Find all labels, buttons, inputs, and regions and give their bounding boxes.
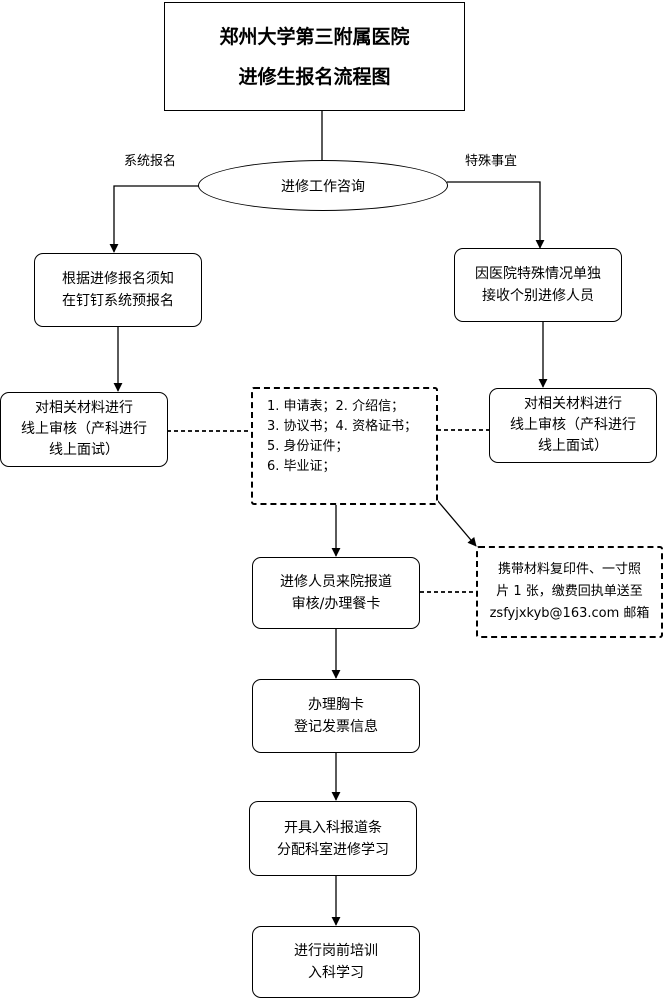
materials-item-2: 3. 协议书；4. 资格证书； <box>267 419 418 434</box>
step-report-line-1: 进修人员来院报道 <box>280 574 392 590</box>
step-training-line-1: 进行岗前培训 <box>294 943 378 959</box>
note-box: 携带材料复印件、一寸照 片 1 张，缴费回执单送至 zsfyjxkyb@163.… <box>476 546 663 638</box>
left-review-line-1: 对相关材料进行 <box>35 400 133 416</box>
step-assign-box: 开具入科报道条 分配科室进修学习 <box>249 801 417 876</box>
right-review-line-3: 线上面试） <box>538 438 608 454</box>
note-line-2: 片 1 张，缴费回执单送至 <box>496 584 643 599</box>
step-badge-line-1: 办理胸卡 <box>308 697 364 713</box>
step-badge-box: 办理胸卡 登记发票信息 <box>252 679 420 753</box>
left-review-box: 对相关材料进行 线上审核（产科进行 线上面试） <box>0 392 168 467</box>
note-line-1: 携带材料复印件、一寸照 <box>497 562 641 577</box>
arrow-materials-note <box>436 499 477 547</box>
title-line-2: 进修生报名流程图 <box>238 65 391 88</box>
arrow-consult-register <box>109 185 199 253</box>
materials-item-3: 5. 身份证件； <box>267 439 349 454</box>
title-line-1: 郑州大学第三附属医院 <box>219 25 410 48</box>
step-assign-line-2: 分配科室进修学习 <box>277 841 389 858</box>
special-line-1: 因医院特殊情况单独 <box>475 266 601 282</box>
step-assign-line-1: 开具入科报道条 <box>284 819 382 836</box>
step-training-box: 进行岗前培训 入科学习 <box>252 926 420 998</box>
materials-item-1: 1. 申请表；2. 介绍信； <box>267 399 405 414</box>
branch-label-right: 特殊事宜 <box>465 154 518 169</box>
materials-item-4: 6. 毕业证； <box>267 459 336 474</box>
left-review-line-2: 线上审核（产科进行 <box>21 421 147 437</box>
special-box: 因医院特殊情况单独 接收个别进修人员 <box>454 248 622 322</box>
title-box: 郑州大学第三附属医院 进修生报名流程图 <box>164 2 465 111</box>
note-line-3: zsfyjxkyb@163.com 邮箱 <box>489 606 650 621</box>
right-review-line-2: 线上审核（产科进行 <box>510 417 636 433</box>
left-review-line-3: 线上面试） <box>49 442 119 458</box>
right-review-line-1: 对相关材料进行 <box>524 396 622 412</box>
consult-label: 进修工作咨询 <box>281 178 365 195</box>
register-line-2: 在钉钉系统预报名 <box>62 293 174 309</box>
consult-node: 进修工作咨询 <box>198 160 448 211</box>
register-line-1: 根据进修报名须知 <box>62 271 174 287</box>
step-report-box: 进修人员来院报道 审核/办理餐卡 <box>252 557 420 629</box>
step-training-line-2: 入科学习 <box>308 965 364 981</box>
special-line-2: 接收个别进修人员 <box>482 288 594 304</box>
branch-label-left: 系统报名 <box>124 154 177 169</box>
register-box: 根据进修报名须知 在钉钉系统预报名 <box>34 253 202 327</box>
step-badge-line-2: 登记发票信息 <box>294 719 378 735</box>
arrow-consult-special <box>447 181 545 249</box>
materials-box: 1. 申请表；2. 介绍信； 3. 协议书；4. 资格证书； 5. 身份证件； … <box>251 387 438 505</box>
step-report-line-2: 审核/办理餐卡 <box>291 596 381 612</box>
right-review-box: 对相关材料进行 线上审核（产科进行 线上面试） <box>489 388 657 463</box>
